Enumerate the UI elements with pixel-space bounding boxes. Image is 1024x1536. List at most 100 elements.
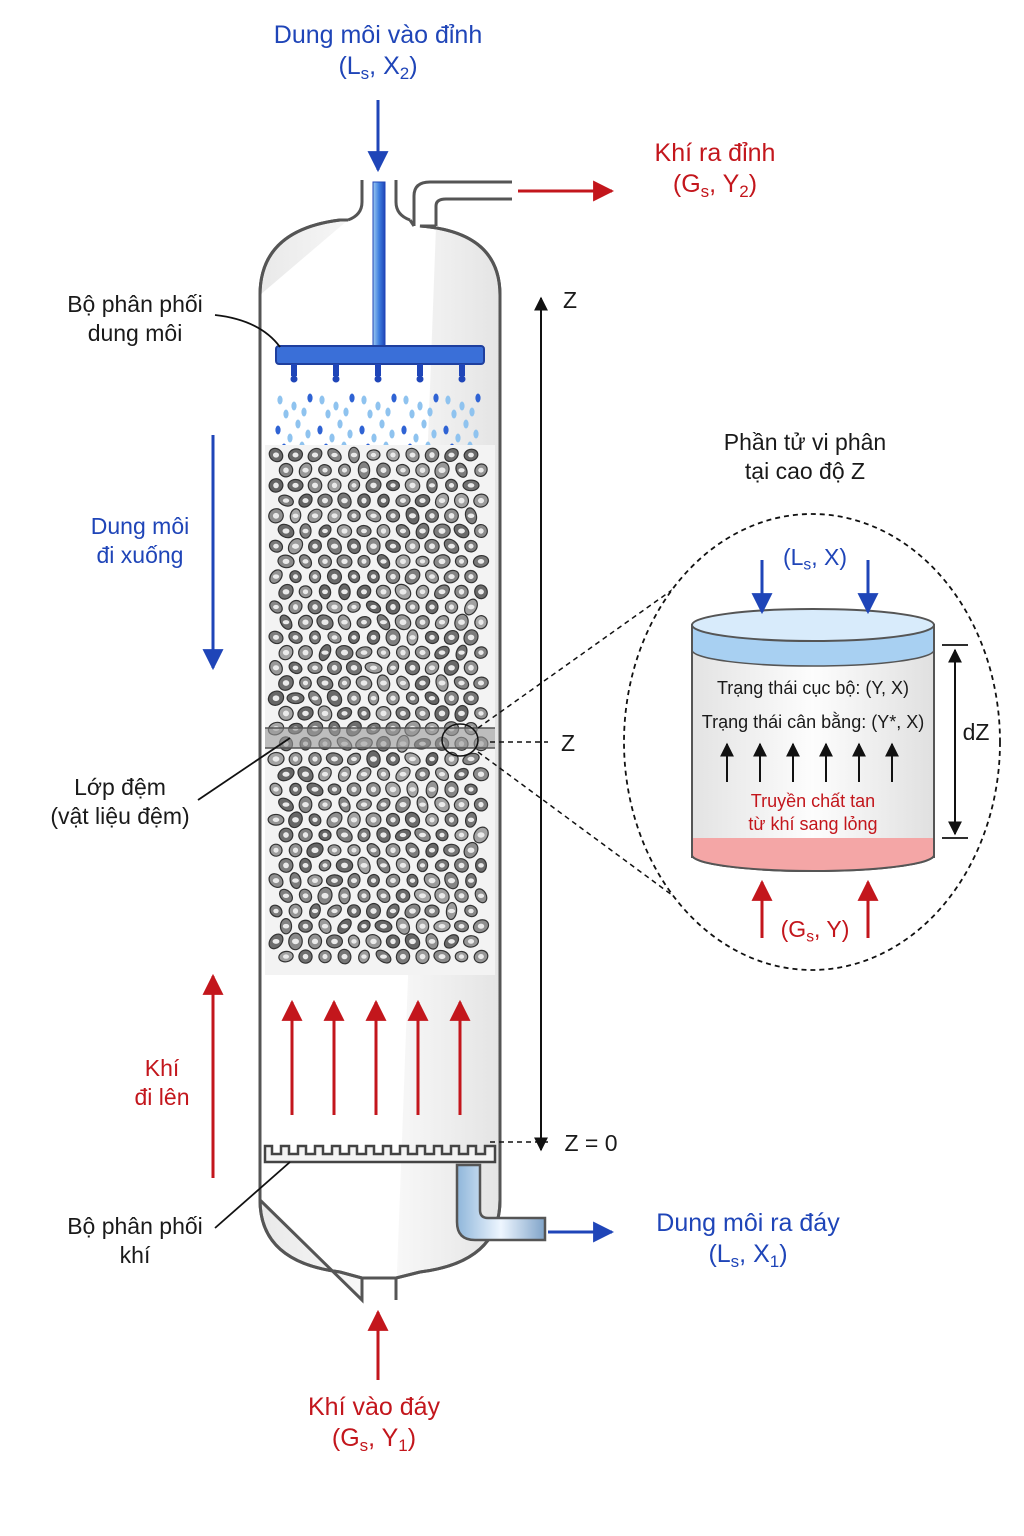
packing-ring-hole: [302, 649, 309, 656]
packing-ring-hole: [409, 635, 416, 640]
packing-ring-hole: [477, 832, 485, 838]
packing-ring-hole: [322, 589, 328, 595]
packing-ring-hole: [273, 543, 279, 549]
packing-ring-hole: [360, 772, 368, 777]
packing-ring-hole: [292, 817, 299, 823]
element-transfer-line1: Truyền chất tan: [750, 791, 876, 811]
packing-ring-hole: [390, 665, 396, 670]
packing-ring-hole: [419, 467, 426, 473]
packing-ring-hole: [330, 543, 339, 549]
differential-element: [691, 608, 935, 872]
liquid-drop: [301, 407, 307, 417]
packing-ring-hole: [458, 832, 465, 838]
packing-ring-hole: [380, 559, 387, 564]
packing-ring-hole: [272, 756, 280, 762]
packing-ring-hole: [447, 877, 456, 884]
packing-ring-hole: [282, 923, 290, 929]
packing-ring-hole: [272, 512, 280, 519]
packing-ring-hole: [428, 877, 436, 884]
packing-ring-hole: [370, 543, 377, 549]
liquid-distributor: [275, 181, 485, 453]
packing-ring-hole: [419, 953, 426, 960]
zoom-source-circle: [441, 723, 479, 757]
packing-ring-hole: [360, 467, 368, 473]
packing-ring-hole: [390, 756, 396, 762]
packing-ring-hole: [321, 892, 329, 899]
liquid-distributor-line2: dung môi: [87, 319, 183, 346]
packing-ring-hole: [322, 832, 328, 838]
packing-ring-hole: [478, 650, 484, 655]
nozzle: [459, 364, 465, 376]
packing-ring-hole: [478, 467, 484, 473]
liquid-spray: [275, 393, 481, 453]
packing-ring-hole: [419, 710, 426, 717]
packing-ring-hole: [292, 847, 299, 853]
packing-ring-hole: [429, 908, 435, 914]
packing-ring-hole: [458, 559, 465, 564]
packing-ring-hole: [360, 680, 368, 686]
packing-ring-hole: [370, 816, 377, 823]
packing-ring-hole: [322, 558, 328, 564]
liquid-distributor-label: Bộ phân phối dung môi: [40, 290, 230, 348]
packing-ring-hole: [409, 695, 416, 701]
liquid-drop: [275, 425, 281, 435]
packing-ring-hole: [399, 589, 407, 595]
packing-ring-hole: [380, 589, 387, 595]
packing-ring-hole: [351, 847, 357, 853]
packing-ring-hole: [302, 467, 309, 473]
packing-ring-hole: [273, 908, 279, 914]
packing-bed: [265, 445, 495, 975]
packing-ring-hole: [438, 528, 446, 534]
liquid-drop: [349, 393, 355, 403]
packing-ring-hole: [292, 665, 299, 671]
packing-ring-hole: [468, 787, 474, 792]
packing-ring-hole: [448, 574, 455, 580]
packing-ring-hole: [360, 802, 368, 807]
packing-ring-hole: [467, 483, 475, 488]
packing-ring-hole: [282, 954, 290, 959]
packing-ring-hole: [302, 863, 309, 868]
liquid-drop: [375, 401, 381, 411]
packing-ring-hole: [331, 604, 338, 610]
packing-ring-hole: [311, 787, 319, 792]
liquid-drop: [451, 409, 457, 419]
packing-ring-hole: [331, 938, 338, 945]
gas-up-label: Khí đi lên: [112, 1054, 212, 1112]
liquid-inlet-title: Dung môi vào đỉnh: [273, 21, 483, 49]
liquid-down-line2: đi xuống: [96, 541, 184, 568]
packing-ring-hole: [399, 923, 407, 929]
packing-ring-hole: [429, 543, 435, 550]
packing-ring-hole: [341, 802, 348, 807]
packing-ring-hole: [477, 497, 485, 504]
packing-ring-hole: [311, 847, 319, 854]
element-transfer-label: Truyền chất tan từ khí sang lỏng: [692, 790, 934, 835]
packing-ring-hole: [418, 893, 427, 899]
packing-ring-hole: [292, 938, 299, 945]
packing-ring-hole: [448, 452, 455, 458]
packing-ring-hole: [477, 923, 485, 929]
packing-ring-hole: [322, 497, 328, 504]
liquid-drop: [401, 425, 407, 435]
packing-ring-hole: [419, 802, 426, 807]
gas-inlet-label: Khí vào đáy (Gs, Y1): [274, 1392, 474, 1456]
packing-ring-hole: [400, 558, 406, 565]
packing-ring-hole: [419, 650, 426, 656]
packing-ring-hole: [370, 878, 377, 883]
packing-ring-hole: [390, 573, 396, 580]
liquid-drop: [287, 433, 293, 443]
packing-ring-hole: [341, 528, 348, 534]
packing-ring-hole: [341, 953, 348, 960]
packing-ring-hole: [458, 589, 465, 595]
packing-ring-hole: [390, 604, 396, 610]
packing-ring-hole: [302, 953, 309, 960]
packing-ring-hole: [467, 939, 475, 944]
packing-ring-hole: [390, 847, 396, 854]
packing-ring-hole: [409, 573, 416, 580]
packing-ring-hole: [478, 863, 484, 868]
packing-ring-hole: [331, 908, 338, 914]
liquid-drop: [473, 429, 479, 439]
packing-ring-hole: [438, 802, 446, 808]
packing-ring-hole: [370, 908, 377, 914]
packing-ring-hole: [350, 664, 358, 671]
